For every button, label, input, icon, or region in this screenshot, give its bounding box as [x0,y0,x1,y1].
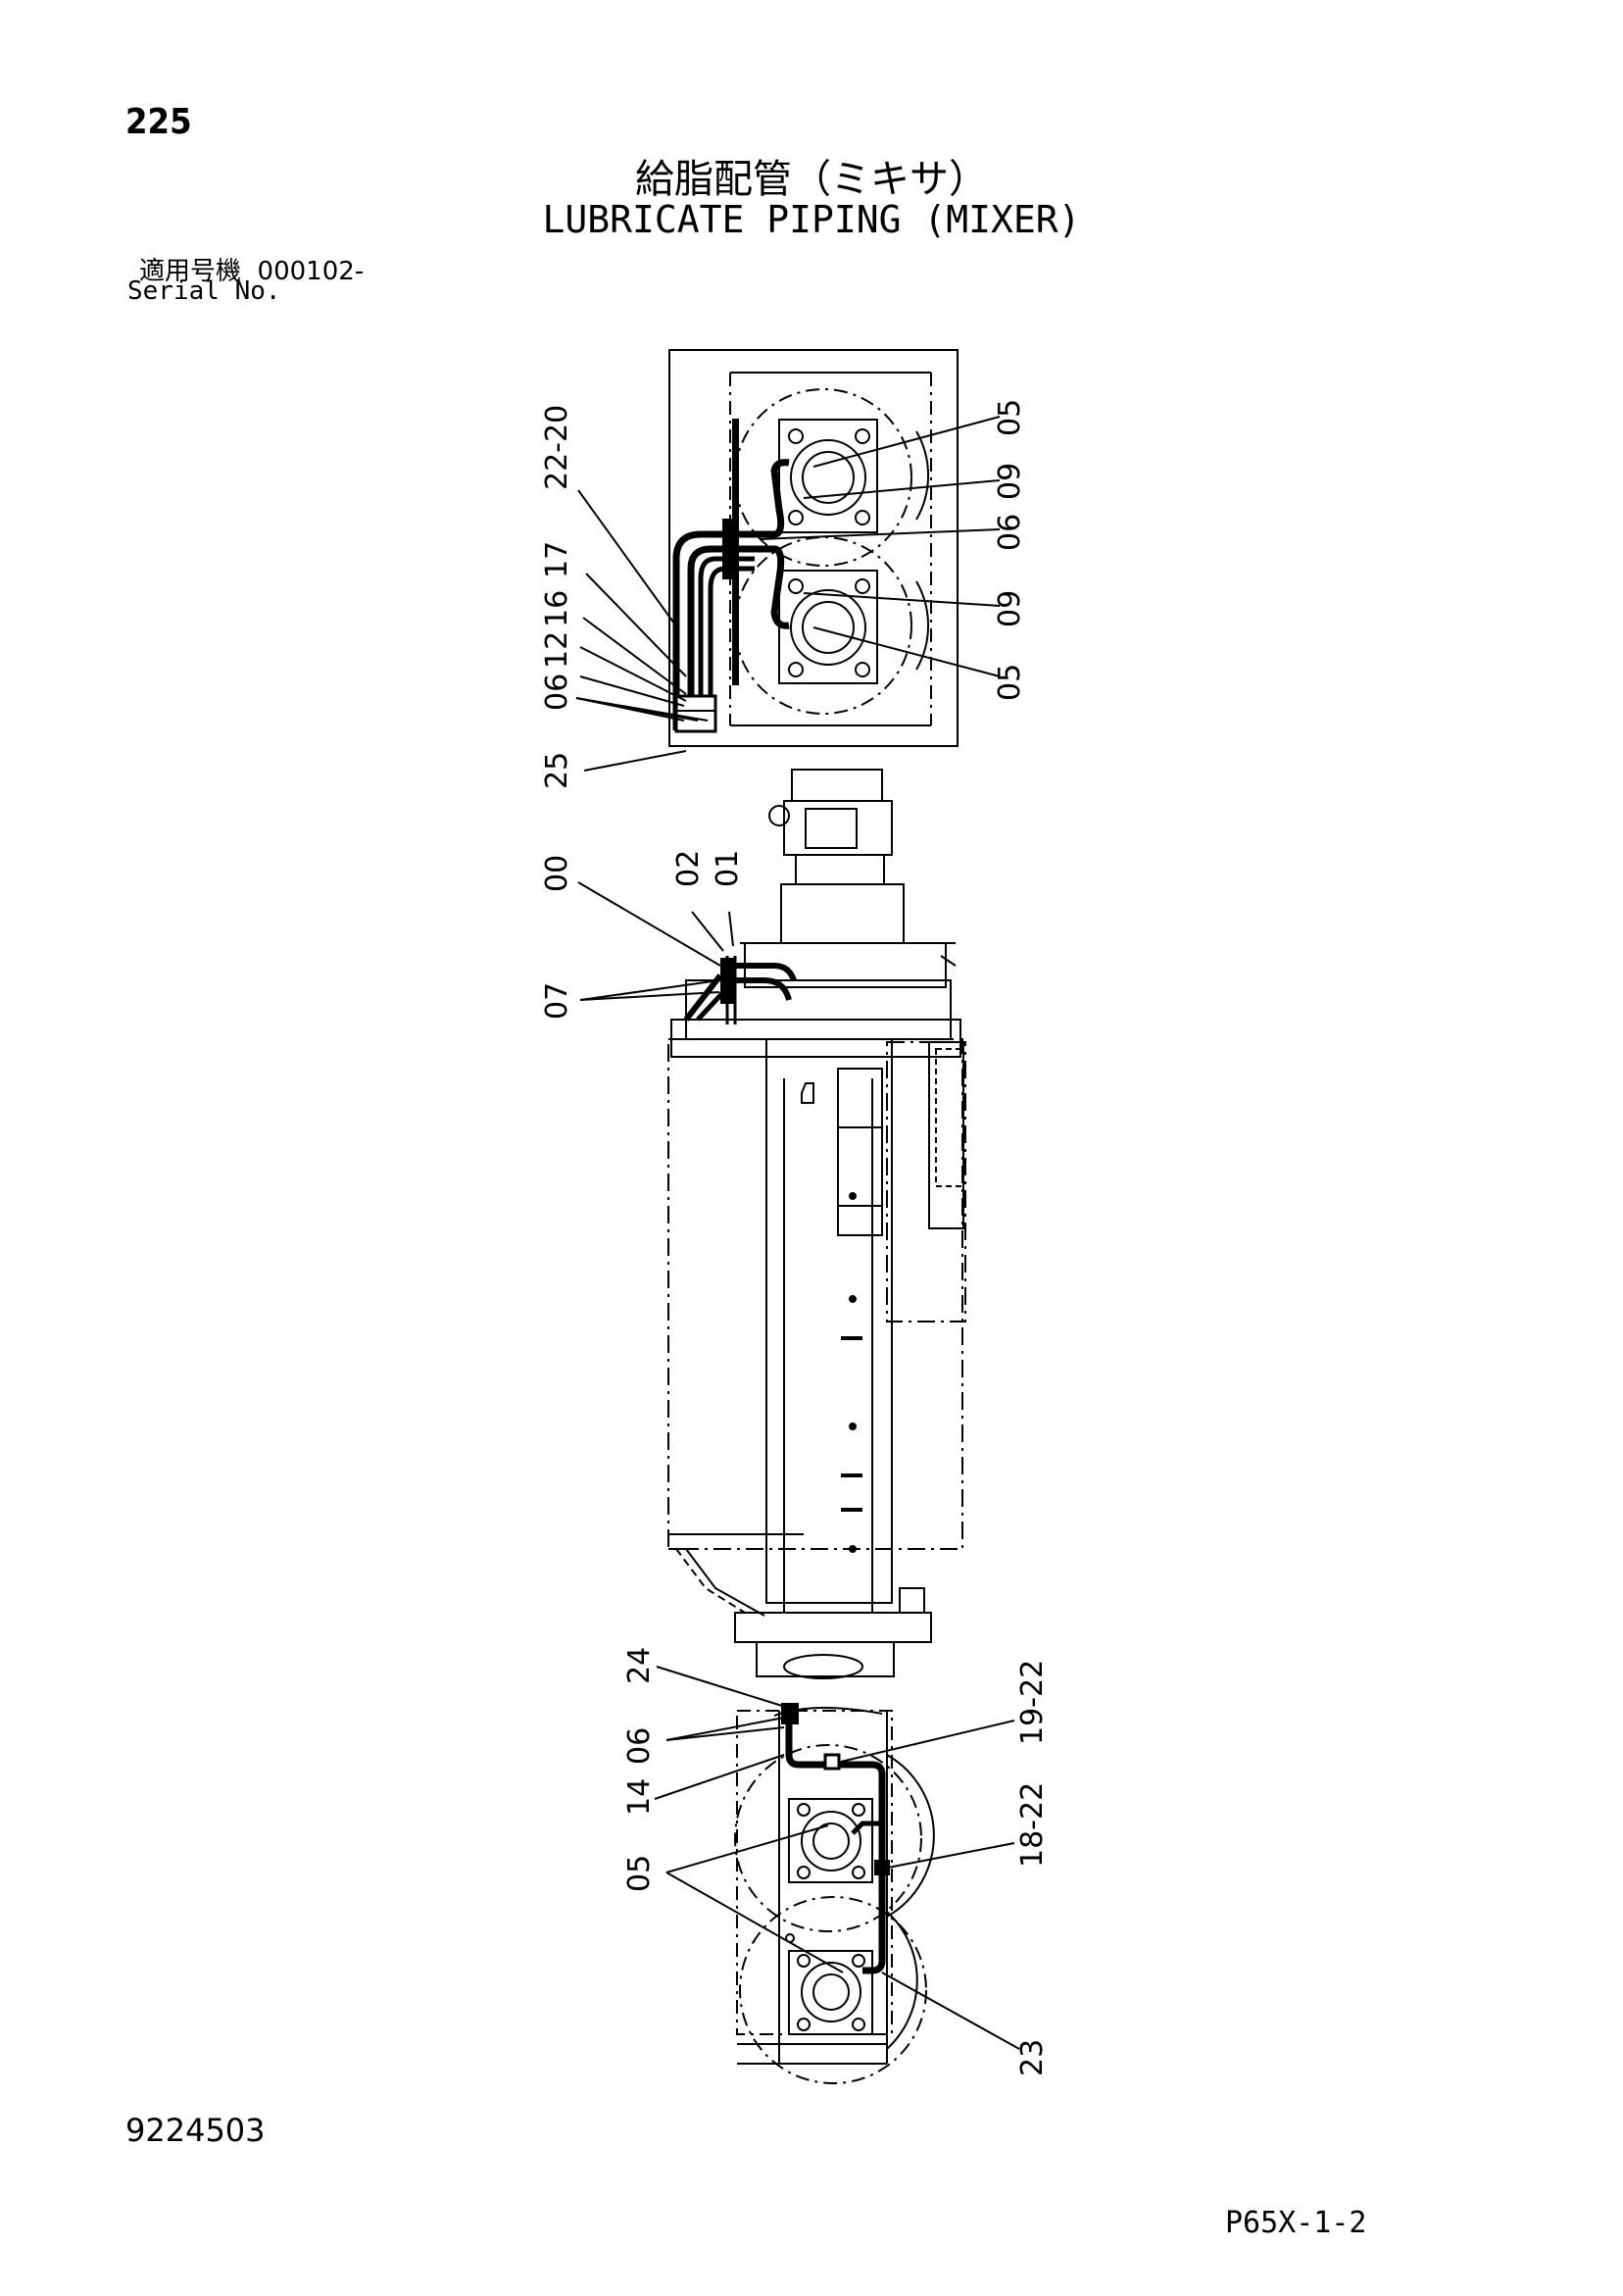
callout-16: 16 [540,590,574,627]
serial-label-english: Serial No. [127,276,281,306]
callout-06-bottom: 06 [622,1727,657,1765]
bottom-pipe [785,1711,886,1974]
callout-18-22: 18-22 [1015,1782,1050,1868]
callout-05-top-a: 05 [993,399,1027,436]
callout-09-top-a: 09 [993,463,1027,500]
callout-09-top-b: 09 [993,590,1027,627]
top-pipe-2 [687,545,790,730]
callouts-middle: 00 02 01 07 [540,850,745,1020]
top-frame [668,349,959,747]
callout-01: 01 [711,850,745,887]
callout-02: 02 [671,850,706,887]
drawing-number: 9224503 [125,2112,266,2149]
title-english: LUBRICATE PIPING (MIXER) [542,198,1081,241]
callout-06-top-b: 06 [993,514,1027,551]
top-view-assembly [575,349,1001,772]
bearing-circle-lower [734,536,912,715]
callout-07: 07 [540,982,574,1020]
title-japanese: 給脂配管（ミキサ） [635,157,988,202]
mixer-body-assembly [577,769,966,1679]
bottom-view-assembly [654,1666,1020,2084]
serial-label-jp: 適用号機 [139,257,242,286]
callout-22-20: 22-20 [540,405,574,490]
top-pipe-1 [672,459,790,730]
callout-24: 24 [622,1647,657,1684]
callout-05-top-b: 05 [993,664,1027,701]
callout-12: 12 [540,631,574,669]
callout-00: 00 [540,855,574,892]
bearing-circle-upper [734,388,912,567]
callouts-bottom: 24 06 14 05 19-22 18-22 23 [622,1647,1050,2076]
page-code: P65X-1-2 [1225,2206,1367,2240]
flange-lower [778,570,878,684]
flange-upper [778,419,878,533]
serial-label-japanese: 適用号機 000102- [139,251,364,287]
motor-cap [791,769,883,802]
callout-19-22: 19-22 [1015,1660,1050,1745]
callout-05-bottom: 05 [622,1855,657,1892]
page-number: 225 [125,102,192,142]
callouts-top: 22-20 17 16 12 06 25 05 09 06 09 05 [540,399,1027,789]
callout-17: 17 [540,541,574,578]
callout-23: 23 [1015,2039,1050,2076]
callout-06-top: 06 [540,674,574,711]
serial-value: 000102- [257,257,365,286]
callout-14: 14 [622,1778,657,1816]
callout-25: 25 [540,752,574,789]
